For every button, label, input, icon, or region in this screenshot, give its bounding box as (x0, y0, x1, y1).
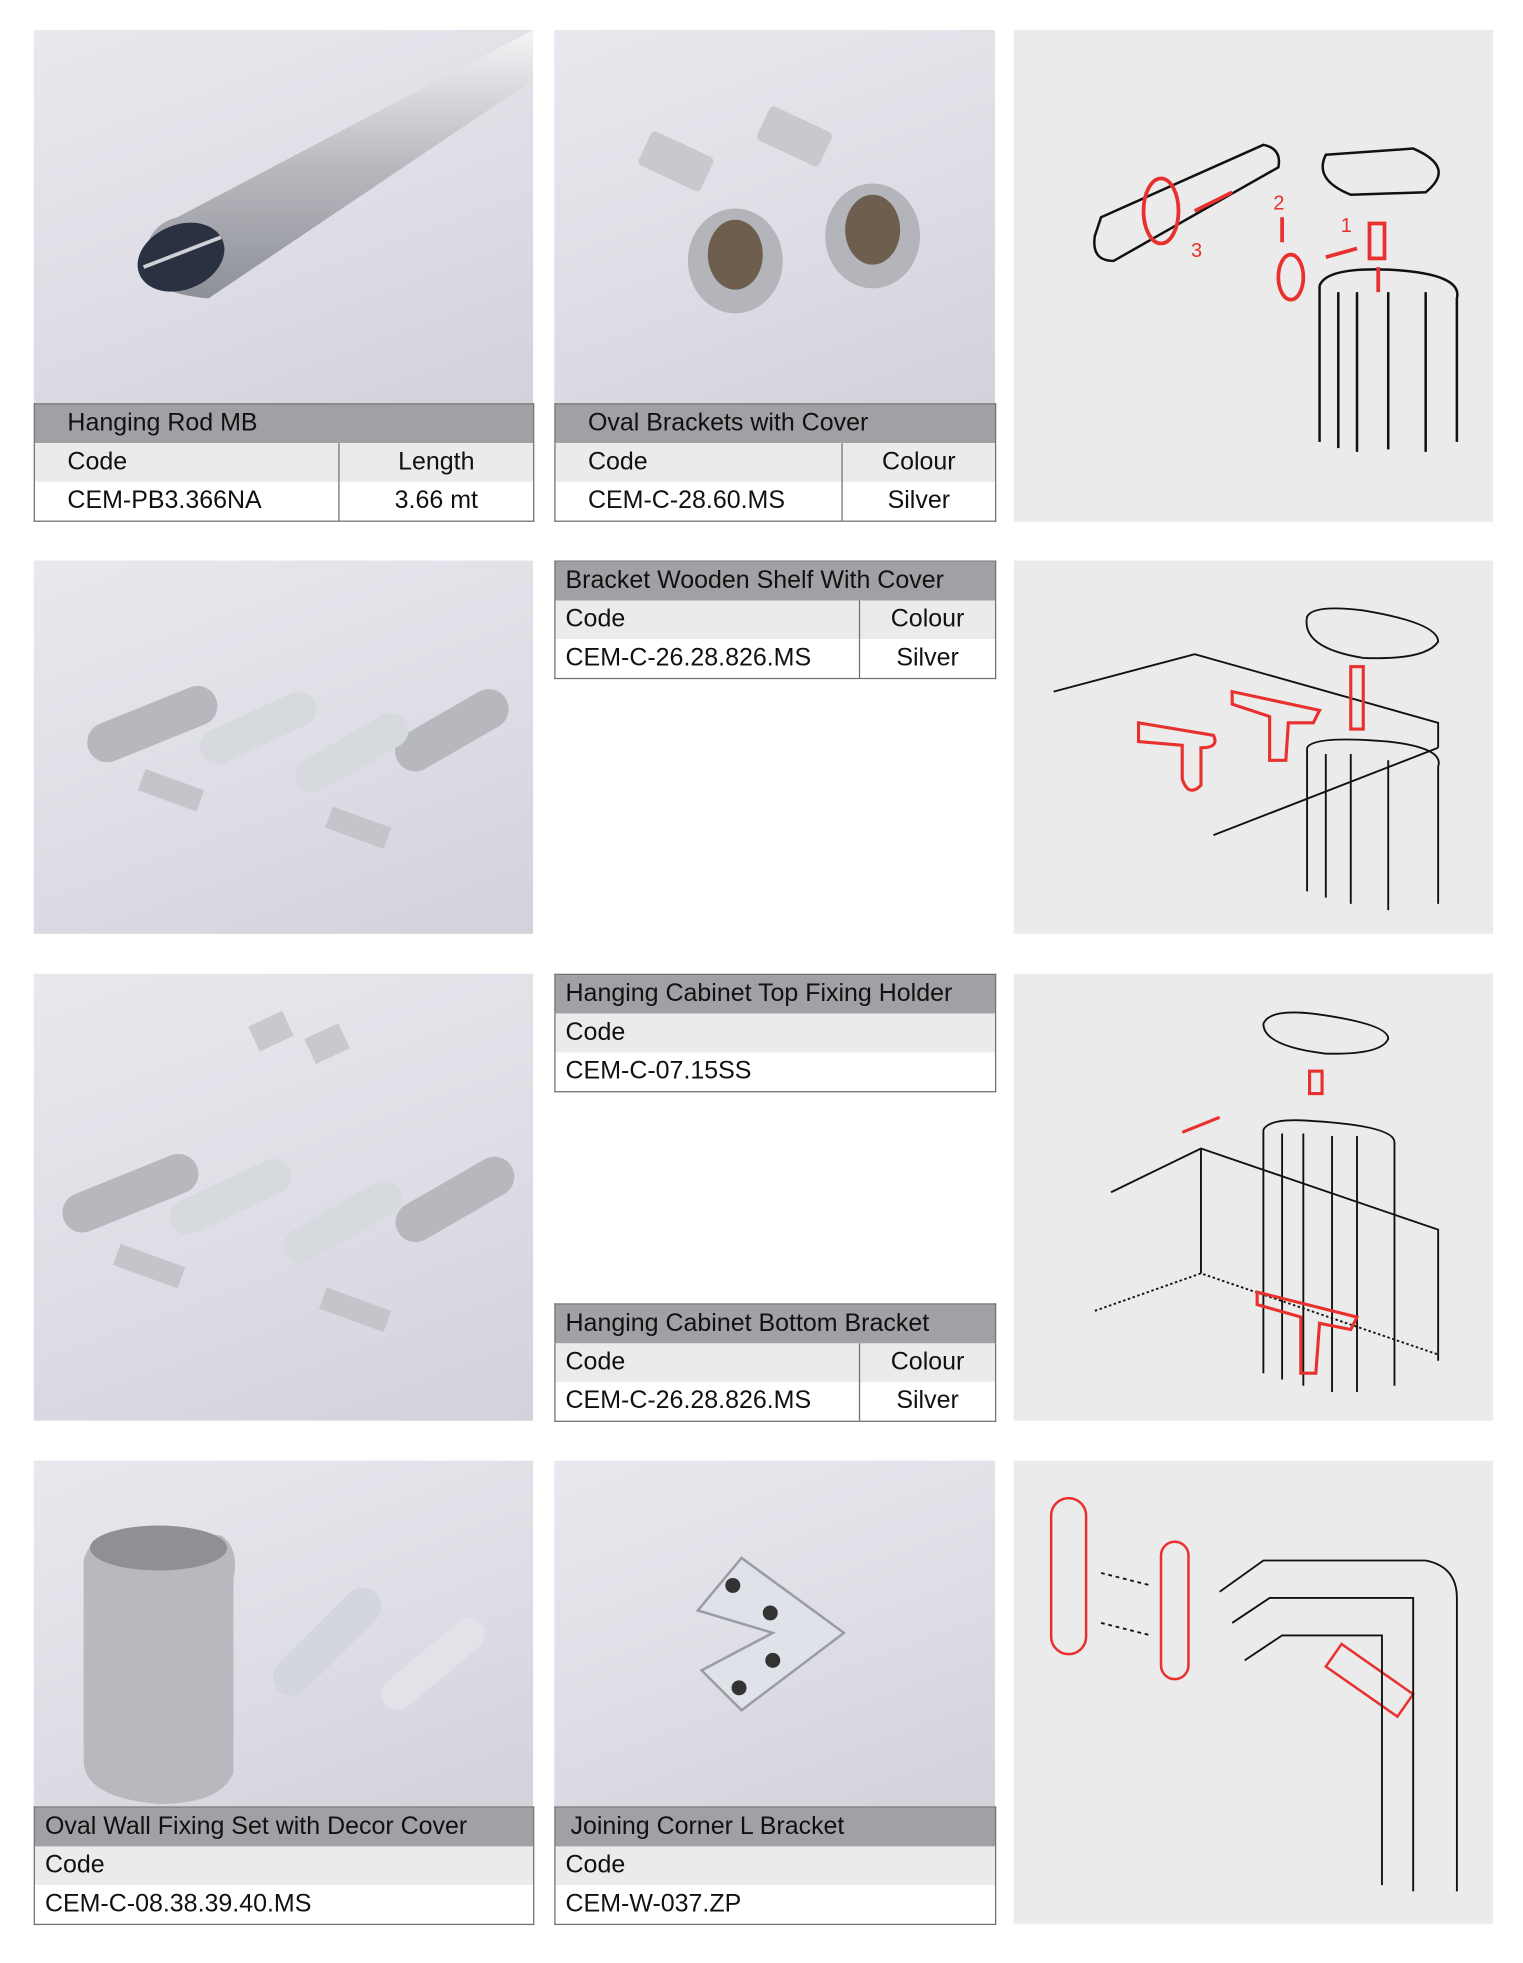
colour-label: Colour (858, 1343, 996, 1382)
hanging-cabinet-installation-diagram (1013, 973, 1494, 1421)
code-label: Code (34, 1846, 534, 1886)
product-code: CEM-C-26.28.826.MS (554, 1381, 860, 1422)
step-label-3: 3 (1191, 240, 1202, 262)
spec-table-top-fixing-holder: Hanging Cabinet Top Fixing Holder Code C… (554, 973, 997, 1093)
oval-wall-fixing-set-photo (33, 1460, 534, 1807)
hanging-cabinet-fittings-photo (33, 973, 534, 1421)
colour-label: Colour (841, 443, 996, 482)
oval-bracket-installation-diagram: 1 2 3 (1013, 29, 1494, 522)
colour-value: Silver (858, 1381, 996, 1422)
colour-value: Silver (858, 639, 996, 679)
product-title: Hanging Cabinet Bottom Bracket (554, 1303, 996, 1344)
shelf-bracket-installation-diagram (1013, 560, 1494, 934)
product-code: CEM-C-08.38.39.40.MS (34, 1885, 534, 1925)
product-title: Oval Brackets with Cover (554, 403, 996, 444)
colour-value: Silver (841, 481, 996, 522)
code-label: Code (554, 1343, 860, 1382)
product-title: Hanging Cabinet Top Fixing Holder (554, 974, 996, 1014)
product-title: Oval Wall Fixing Set with Decor Cover (34, 1807, 534, 1847)
joining-corner-l-bracket-photo (554, 1460, 995, 1807)
code-label: Code (554, 443, 843, 482)
step-label-1: 1 (1341, 215, 1352, 237)
spec-table-joining-corner-l-bracket: Joining Corner L Bracket Code CEM-W-037.… (554, 1806, 997, 1926)
product-title: Hanging Rod MB (34, 403, 534, 444)
product-code: CEM-PB3.366NA (34, 481, 339, 522)
code-label: Code (554, 1013, 996, 1053)
product-code: CEM-C-26.28.826.MS (554, 639, 860, 679)
spec-table-oval-wall-fixing-set: Oval Wall Fixing Set with Decor Cover Co… (33, 1806, 535, 1926)
product-title: Joining Corner L Bracket (554, 1807, 996, 1847)
product-code: CEM-C-28.60.MS (554, 481, 843, 522)
step-label-2: 2 (1273, 193, 1284, 215)
length-label: Length (338, 443, 534, 482)
colour-label: Colour (858, 600, 996, 640)
code-label: Code (554, 600, 860, 640)
bracket-wooden-shelf-photo (33, 560, 534, 934)
product-title: Bracket Wooden Shelf With Cover (554, 561, 996, 601)
code-label: Code (34, 443, 339, 482)
product-code: CEM-C-07.15SS (554, 1052, 996, 1092)
product-code: CEM-W-037.ZP (554, 1885, 996, 1925)
length-value: 3.66 mt (338, 481, 534, 522)
oval-brackets-photo (554, 29, 995, 404)
code-label: Code (554, 1846, 996, 1886)
corner-bracket-installation-diagram (1013, 1460, 1494, 1924)
hanging-rod-photo (33, 29, 534, 404)
